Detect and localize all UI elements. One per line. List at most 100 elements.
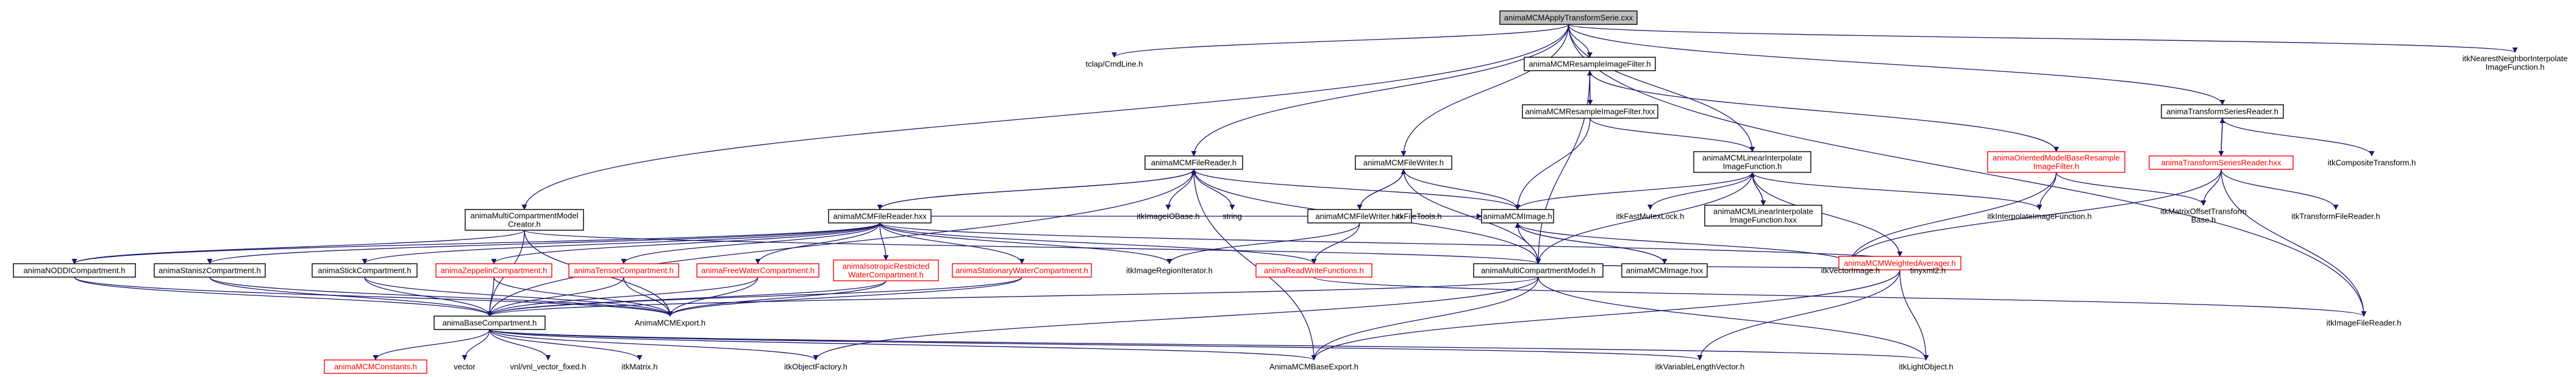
- node-interp-func: itkInterpolateImageFunction.h: [1987, 212, 2091, 221]
- node-filewriter-h[interactable]: animaMCMFileWriter.h: [1355, 155, 1452, 170]
- edge-mcmimage_hxx-to-mcmimage_h: [1515, 222, 1665, 264]
- node-composite: itkCompositeTransform.h: [2328, 158, 2416, 167]
- node-varlenvec: itkVariableLengthVector.h: [1655, 362, 1744, 372]
- node-box: [1522, 104, 1658, 119]
- node-label: itkLightObject.h: [1899, 362, 1953, 372]
- node-label: animaTransformSeriesReader.h: [2166, 107, 2278, 116]
- node-box: [1838, 256, 1961, 270]
- node-mcmimage-hxx[interactable]: animaMCMImage.hxx: [1621, 263, 1708, 278]
- node-label: animaOrientedModelBaseResample: [1993, 153, 2120, 163]
- node-label: animaMCMImage.hxx: [1626, 266, 1704, 275]
- edge-root-to-multicomp_creator: [521, 24, 1569, 210]
- node-zeppelin[interactable]: animaZeppelinCompartment.h: [435, 263, 552, 278]
- edge-tseries_hxx-to-tseries_h: [2219, 118, 2225, 157]
- node-multicomp-model[interactable]: animaMultiCompartmentModel.h: [1473, 263, 1604, 278]
- node-label: itkFastMutexLock.h: [1616, 212, 1685, 221]
- edge-filereader_hxx-to-filereader_h: [879, 169, 1197, 210]
- edge-tseries_hxx-to-imagefilereader: [2221, 169, 2367, 317]
- node-weighted-avg[interactable]: animaMCMWeightedAverager.h: [1838, 256, 1961, 270]
- node-box: [312, 263, 418, 278]
- edge-tseries_hxx-to-tfilereader: [2221, 169, 2339, 210]
- node-label: itkImageIOBase.h: [1136, 212, 1199, 221]
- node-itkmatrix: itkMatrix.h: [621, 362, 657, 372]
- edge-basecomp-to-objfactory: [489, 329, 819, 361]
- edge-tensor-to-mcmexport: [623, 277, 673, 317]
- node-mcmimage-h[interactable]: animaMCMImage.h: [1481, 209, 1554, 224]
- node-mfilter-hxx[interactable]: animaMCMResampleImageFilter.hxx: [1522, 104, 1658, 119]
- node-tensor[interactable]: animaTensorCompartment.h: [568, 263, 679, 278]
- node-tfilereader: itkTransformFileReader.h: [2291, 212, 2380, 221]
- node-box: [1704, 205, 1822, 227]
- node-filewriter-hxx[interactable]: animaMCMFileWriter.hxx: [1307, 209, 1412, 224]
- node-basecomp[interactable]: animaBaseCompartment.h: [433, 315, 546, 330]
- node-imageiobase: itkImageIOBase.h: [1136, 212, 1199, 221]
- edge-lininterp_h-to-mcmimage_h: [1515, 172, 1753, 210]
- edge-tseries_hxx-to-vectorimage: [1847, 169, 2222, 264]
- edge-isorestricted-to-mcmexport: [667, 280, 887, 317]
- node-box: [833, 259, 939, 281]
- edge-stick-to-basecomp: [364, 277, 493, 317]
- edge-nodddi-to-mcmexport: [74, 277, 673, 317]
- node-label: itkTransformFileReader.h: [2291, 212, 2380, 221]
- dependency-edges: [71, 24, 2517, 361]
- edge-stanisz-to-mcmexport: [209, 277, 673, 317]
- edge-weighted_avg-to-varlenvec: [1697, 269, 1900, 361]
- node-box: [465, 209, 584, 231]
- node-label: itkVariableLengthVector.h: [1655, 362, 1744, 372]
- node-label: itkCompositeTransform.h: [2328, 158, 2416, 167]
- edge-root-to-imagefilereader: [1568, 24, 2367, 317]
- edge-readwrite-to-imagefilereader: [1313, 277, 2367, 317]
- edge-zeppelin-to-basecomp: [487, 277, 494, 317]
- node-label: itkMatrixOffsetTransform: [2160, 207, 2247, 216]
- edge-filereader_hxx-to-regioniter: [879, 222, 1172, 264]
- edge-filereader_h-to-mcmbaseexport: [1193, 169, 1317, 361]
- node-label: vnl/vnl_vector_fixed.h: [510, 362, 586, 372]
- node-freewater[interactable]: animaFreeWaterCompartment.h: [696, 263, 819, 278]
- edge-zeppelin-to-mcmexport: [493, 277, 673, 317]
- node-stationary[interactable]: animaStationaryWaterCompartment.h: [952, 263, 1092, 278]
- node-label: animaFreeWaterCompartment.h: [701, 266, 815, 275]
- node-stanisz[interactable]: animaStaniszCompartment.h: [154, 263, 266, 278]
- header-nodes: animaMCMApplyTransformSerie.cxx tclap/Cmd…: [13, 10, 2568, 374]
- node-stick[interactable]: animaStickCompartment.h: [312, 263, 418, 278]
- node-label: ImageFunction.hxx: [1730, 216, 1797, 225]
- node-label: AnimaMCMExport.h: [635, 319, 705, 328]
- node-root[interactable]: animaMCMApplyTransformSerie.cxx: [1499, 10, 1638, 25]
- edge-basecomp-to-vector: [462, 329, 490, 361]
- node-tclap: tclap/CmdLine.h: [1086, 60, 1143, 69]
- node-tseries-hxx[interactable]: animaTransformSeriesReader.hxx: [2149, 155, 2294, 170]
- edge-filereader_hxx-to-stanisz: [207, 222, 880, 264]
- node-label: tinyxml2.h: [1910, 266, 1946, 275]
- edge-filereader_hxx-to-tinyxml: [879, 222, 1931, 264]
- edge-lininterp_h-to-multicomp_model: [1535, 172, 1753, 264]
- node-lininterp-hxx[interactable]: animaMCMLinearInterpolateImageFunction.h…: [1704, 205, 1822, 227]
- node-box: [696, 263, 819, 278]
- node-label: animaMCMConstants.h: [334, 362, 417, 372]
- node-label: animaMCMLinearInterpolate: [1702, 153, 1802, 163]
- edge-root-to-tclap: [1111, 24, 1569, 58]
- node-oriented-resample[interactable]: animaOrientedModelBaseResampleImageFilte…: [1987, 151, 2125, 173]
- node-label: ImageFunction.h: [2486, 63, 2545, 72]
- edge-mfilter_hxx-to-lininterp_h: [1589, 118, 1755, 152]
- node-nn-interp: itkNearestNeighborInterpolateImageFuncti…: [2463, 54, 2568, 72]
- edge-mcmimage_h-to-vectorimage: [1517, 222, 1854, 264]
- node-label: animaMCMFileReader.hxx: [833, 212, 927, 221]
- node-box: [13, 263, 136, 278]
- node-mcmconstants[interactable]: animaMCMConstants.h: [324, 359, 427, 374]
- node-isorestricted[interactable]: animaIsotropicRestrictedWaterCompartment…: [833, 259, 939, 281]
- edge-freewater-to-mcmexport: [667, 277, 758, 317]
- node-regioniter: itkImageRegionIterator.h: [1126, 266, 1213, 275]
- node-nodddi[interactable]: animaNODDICompartment.h: [13, 263, 136, 278]
- node-tseries-h[interactable]: animaTransformSeriesReader.h: [2161, 104, 2284, 119]
- edge-filewriter_hxx-to-readwrite: [1311, 222, 1360, 264]
- node-mfilter-h[interactable]: animaMCMResampleImageFilter.h: [1524, 57, 1656, 71]
- node-box: [1524, 57, 1656, 71]
- edge-basecomp-to-itkmatrix: [489, 329, 643, 361]
- node-filereader-h[interactable]: animaMCMFileReader.h: [1144, 155, 1243, 170]
- node-label: vector: [454, 362, 476, 372]
- node-readwrite[interactable]: animaReadWriteFunctions.h: [1255, 263, 1372, 278]
- edge-multicomp_model-to-mcmbaseexport: [1311, 277, 1539, 361]
- node-filereader-hxx[interactable]: animaMCMFileReader.hxx: [828, 209, 932, 224]
